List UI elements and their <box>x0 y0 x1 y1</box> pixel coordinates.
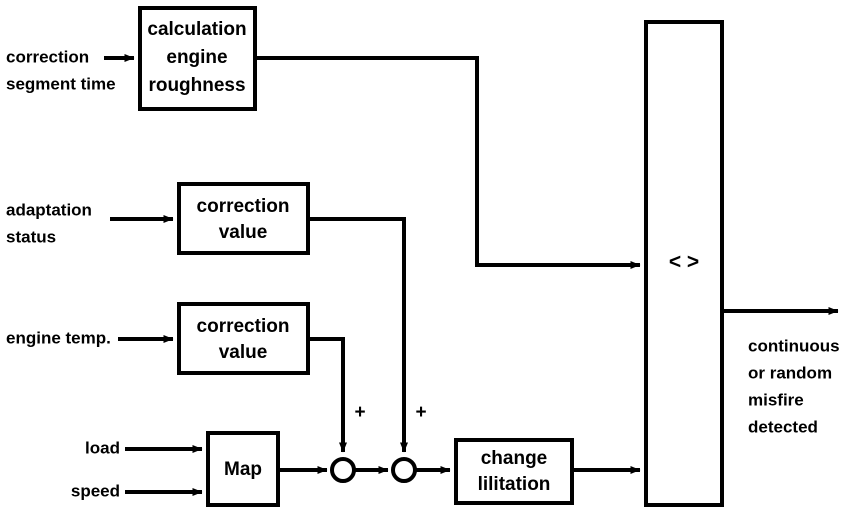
output-line2: or random <box>748 363 832 382</box>
sum-junction-1-sign: + <box>354 402 365 423</box>
block-change-line1: change <box>481 448 548 469</box>
block-change-line2: lilitation <box>478 474 551 495</box>
input-engine-temp-label: engine temp. <box>6 328 111 347</box>
block-corr-adapt-line1: correction <box>197 196 290 217</box>
input-adaptation-status: adaptation status <box>6 200 92 246</box>
input-adaptation-line1: adaptation <box>6 200 92 219</box>
input-correction-line1: correction <box>6 47 89 66</box>
block-calculation-engine-roughness[interactable]: calculation engine roughness <box>138 6 257 111</box>
input-engine-temperature: engine temp. <box>6 328 111 347</box>
wire-correction2-to-sum1 <box>308 337 347 453</box>
input-speed-label: speed <box>71 481 120 500</box>
block-map[interactable]: Map <box>206 431 280 507</box>
block-correction-value-adaptation[interactable]: correction value <box>177 182 310 255</box>
block-map-label: Map <box>224 459 262 480</box>
output-line1: continuous <box>748 336 840 355</box>
wire-calc-to-comparator <box>255 56 641 269</box>
block-corr-temp-line1: correction <box>197 316 290 337</box>
block-calc-line1: calculation <box>147 19 246 40</box>
output-line4: detected <box>748 417 818 436</box>
input-load: load <box>85 438 120 457</box>
block-calc-line3: roughness <box>148 75 245 96</box>
input-adaptation-line2: status <box>6 227 56 246</box>
input-load-label: load <box>85 438 120 457</box>
output-misfire-detected: continuous or random misfire detected <box>748 336 840 436</box>
input-speed: speed <box>71 481 120 500</box>
wire-correction1-to-sum2 <box>308 217 408 453</box>
sum-junction-2-sign: + <box>415 402 426 423</box>
block-calc-line2: engine <box>166 47 227 68</box>
block-change-limitation[interactable]: change lilitation <box>454 438 574 505</box>
block-comparator-label: < > <box>669 251 699 274</box>
output-line3: misfire <box>748 390 804 409</box>
sum-junction-1[interactable]: + <box>330 402 366 483</box>
block-corr-temp-line2: value <box>219 342 268 363</box>
block-correction-value-temperature[interactable]: correction value <box>177 302 310 375</box>
sum-junction-2[interactable]: + <box>391 402 427 483</box>
input-correction-line2: segment time <box>6 74 116 93</box>
block-comparator[interactable]: < > <box>644 20 724 507</box>
block-corr-adapt-line2: value <box>219 222 268 243</box>
input-correction-segment-time: correction segment time <box>6 47 116 93</box>
